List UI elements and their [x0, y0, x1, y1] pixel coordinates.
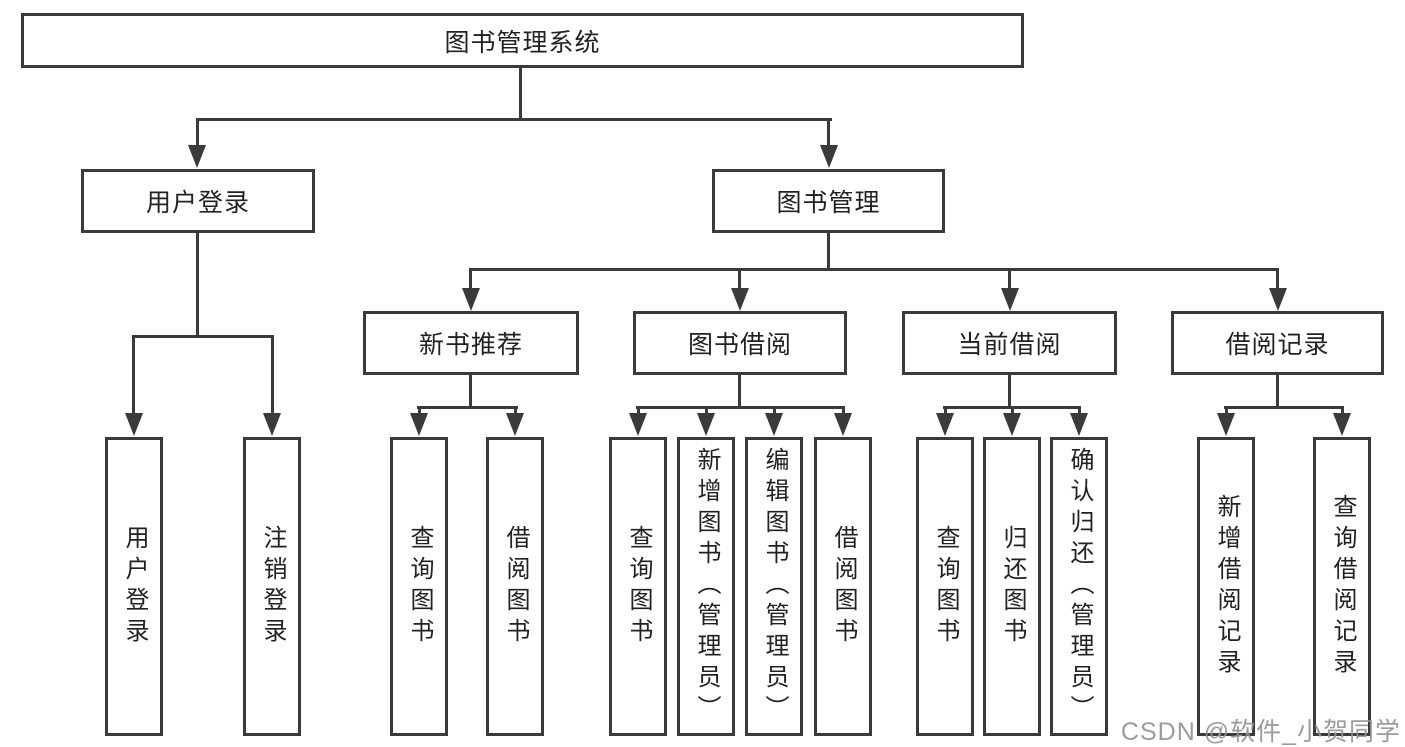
connector-recommend-stem — [469, 373, 472, 409]
connector-borrowing-leaf-branch — [636, 406, 845, 409]
leaf-borrow-books-borrowing-label: 借阅图书 — [830, 524, 857, 649]
leaf-confirm-return-admin: 确认归还（管理员） — [1050, 437, 1108, 736]
node-current-borrowing: 当前借阅 — [902, 311, 1117, 375]
connector-arrow-shaft-add-record — [1225, 406, 1228, 418]
node-user-login-label: 用户登录 — [145, 189, 250, 217]
leaf-logout-label: 注销登录 — [259, 524, 286, 649]
connector-arrow-user-login-shaft — [196, 118, 199, 148]
arrowhead-current — [1001, 288, 1019, 311]
connector-arrow-shaft-borrow-borrowing — [842, 406, 845, 418]
connector-user-login-stem — [196, 233, 199, 337]
connector-records-leaf-branch — [1224, 406, 1344, 409]
arrowhead-add-book — [697, 413, 715, 436]
connector-borrowing-stem — [738, 373, 741, 409]
arrowhead-edit-book — [765, 413, 783, 436]
arrowhead-records — [1269, 288, 1287, 311]
connector-root-stem — [519, 68, 522, 121]
arrowhead-query-borrowing — [629, 413, 647, 436]
leaf-borrow-books-recommend-label: 借阅图书 — [502, 524, 529, 649]
leaf-add-book-admin-label: 新增图书（管理员） — [693, 447, 720, 726]
leaf-return-book: 归还图书 — [983, 437, 1041, 736]
leaf-user-login: 用户登录 — [105, 437, 163, 736]
leaf-return-book-label: 归还图书 — [999, 524, 1026, 649]
arrowhead-query-record — [1333, 413, 1351, 436]
arrowhead-leaf-user-login — [125, 413, 143, 436]
connector-records-stem — [1276, 373, 1279, 409]
arrowhead-borrowing — [731, 288, 749, 311]
leaf-query-borrow-record-label: 查询借阅记录 — [1329, 493, 1356, 680]
csdn-watermark: CSDN @软件_小贺同学 — [1120, 718, 1401, 746]
leaf-query-books-current: 查询图书 — [916, 437, 974, 736]
connector-arrow-shaft-query-recommend — [418, 406, 421, 418]
connector-arrow-recommend-shaft — [469, 268, 472, 290]
leaf-logout: 注销登录 — [243, 437, 301, 736]
connector-arrow-records-shaft — [1276, 268, 1279, 290]
connector-arrow-shaft-edit-book — [773, 406, 776, 418]
arrowhead-query-current — [936, 413, 954, 436]
node-new-book-recommend-label: 新书推荐 — [418, 331, 523, 359]
leaf-query-books-borrowing: 查询图书 — [609, 437, 667, 736]
arrowhead-confirm-return — [1070, 413, 1088, 436]
arrowhead-borrow-borrowing — [834, 413, 852, 436]
leaf-query-books-recommend-label: 查询图书 — [406, 524, 433, 649]
node-user-login: 用户登录 — [81, 169, 315, 233]
leaf-add-borrow-record-label: 新增借阅记录 — [1213, 493, 1240, 680]
leaf-add-book-admin: 新增图书（管理员） — [677, 437, 735, 736]
node-current-borrowing-label: 当前借阅 — [957, 331, 1062, 359]
leaf-user-login-label: 用户登录 — [121, 524, 148, 649]
node-book-borrowing-label: 图书借阅 — [687, 331, 792, 359]
connector-arrow-shaft-confirm-return — [1078, 406, 1081, 418]
node-book-management: 图书管理 — [712, 169, 945, 233]
connector-arrow-shaft-query-record — [1341, 406, 1344, 418]
arrowhead-borrow-recommend — [506, 413, 524, 436]
connector-arrow-shaft-query-current — [944, 406, 947, 418]
arrowhead-book-management — [820, 145, 838, 168]
leaf-borrow-books-recommend: 借阅图书 — [486, 437, 544, 736]
connector-arrow-shaft-add-book — [705, 406, 708, 418]
connector-arrow-leaf-user-login-shaft — [132, 335, 135, 415]
leaf-query-borrow-record: 查询借阅记录 — [1313, 437, 1371, 736]
leaf-borrow-books-borrowing: 借阅图书 — [814, 437, 872, 736]
leaf-query-books-current-label: 查询图书 — [932, 524, 959, 649]
node-library-system: 图书管理系统 — [21, 13, 1024, 68]
node-book-management-label: 图书管理 — [776, 189, 881, 217]
connector-arrow-shaft-borrow-recommend — [514, 406, 517, 418]
arrowhead-leaf-logout — [263, 413, 281, 436]
arrowhead-add-record — [1217, 413, 1235, 436]
node-borrow-records: 借阅记录 — [1171, 311, 1384, 375]
leaf-query-books-borrowing-label: 查询图书 — [625, 524, 652, 649]
connector-user-login-branch — [132, 335, 274, 338]
connector-book-management-stem — [827, 233, 830, 271]
node-new-book-recommend: 新书推荐 — [363, 311, 579, 375]
connector-arrow-current-shaft — [1008, 268, 1011, 290]
connector-level2-branch — [196, 118, 832, 121]
connector-arrow-book-management-shaft — [827, 118, 830, 148]
node-borrow-records-label: 借阅记录 — [1225, 331, 1330, 359]
connector-arrow-borrowing-shaft — [738, 268, 741, 290]
arrowhead-return-book — [1003, 413, 1021, 436]
connector-recommend-leaf-branch — [417, 406, 518, 409]
connector-arrow-leaf-logout-shaft — [271, 335, 274, 415]
connector-level3-branch — [469, 268, 1279, 271]
arrowhead-recommend — [462, 288, 480, 311]
connector-arrow-shaft-query-borrowing — [637, 406, 640, 418]
connector-current-stem — [1008, 373, 1011, 409]
connector-arrow-shaft-return-book — [1011, 406, 1014, 418]
arrowhead-user-login — [188, 145, 206, 168]
leaf-edit-book-admin: 编辑图书（管理员） — [745, 437, 803, 736]
node-library-system-label: 图书管理系统 — [444, 28, 601, 57]
node-book-borrowing: 图书借阅 — [633, 311, 847, 375]
arrowhead-query-recommend — [410, 413, 428, 436]
leaf-confirm-return-admin-label: 确认归还（管理员） — [1066, 447, 1093, 726]
leaf-edit-book-admin-label: 编辑图书（管理员） — [761, 447, 788, 726]
leaf-query-books-recommend: 查询图书 — [390, 437, 448, 736]
leaf-add-borrow-record: 新增借阅记录 — [1197, 437, 1255, 736]
